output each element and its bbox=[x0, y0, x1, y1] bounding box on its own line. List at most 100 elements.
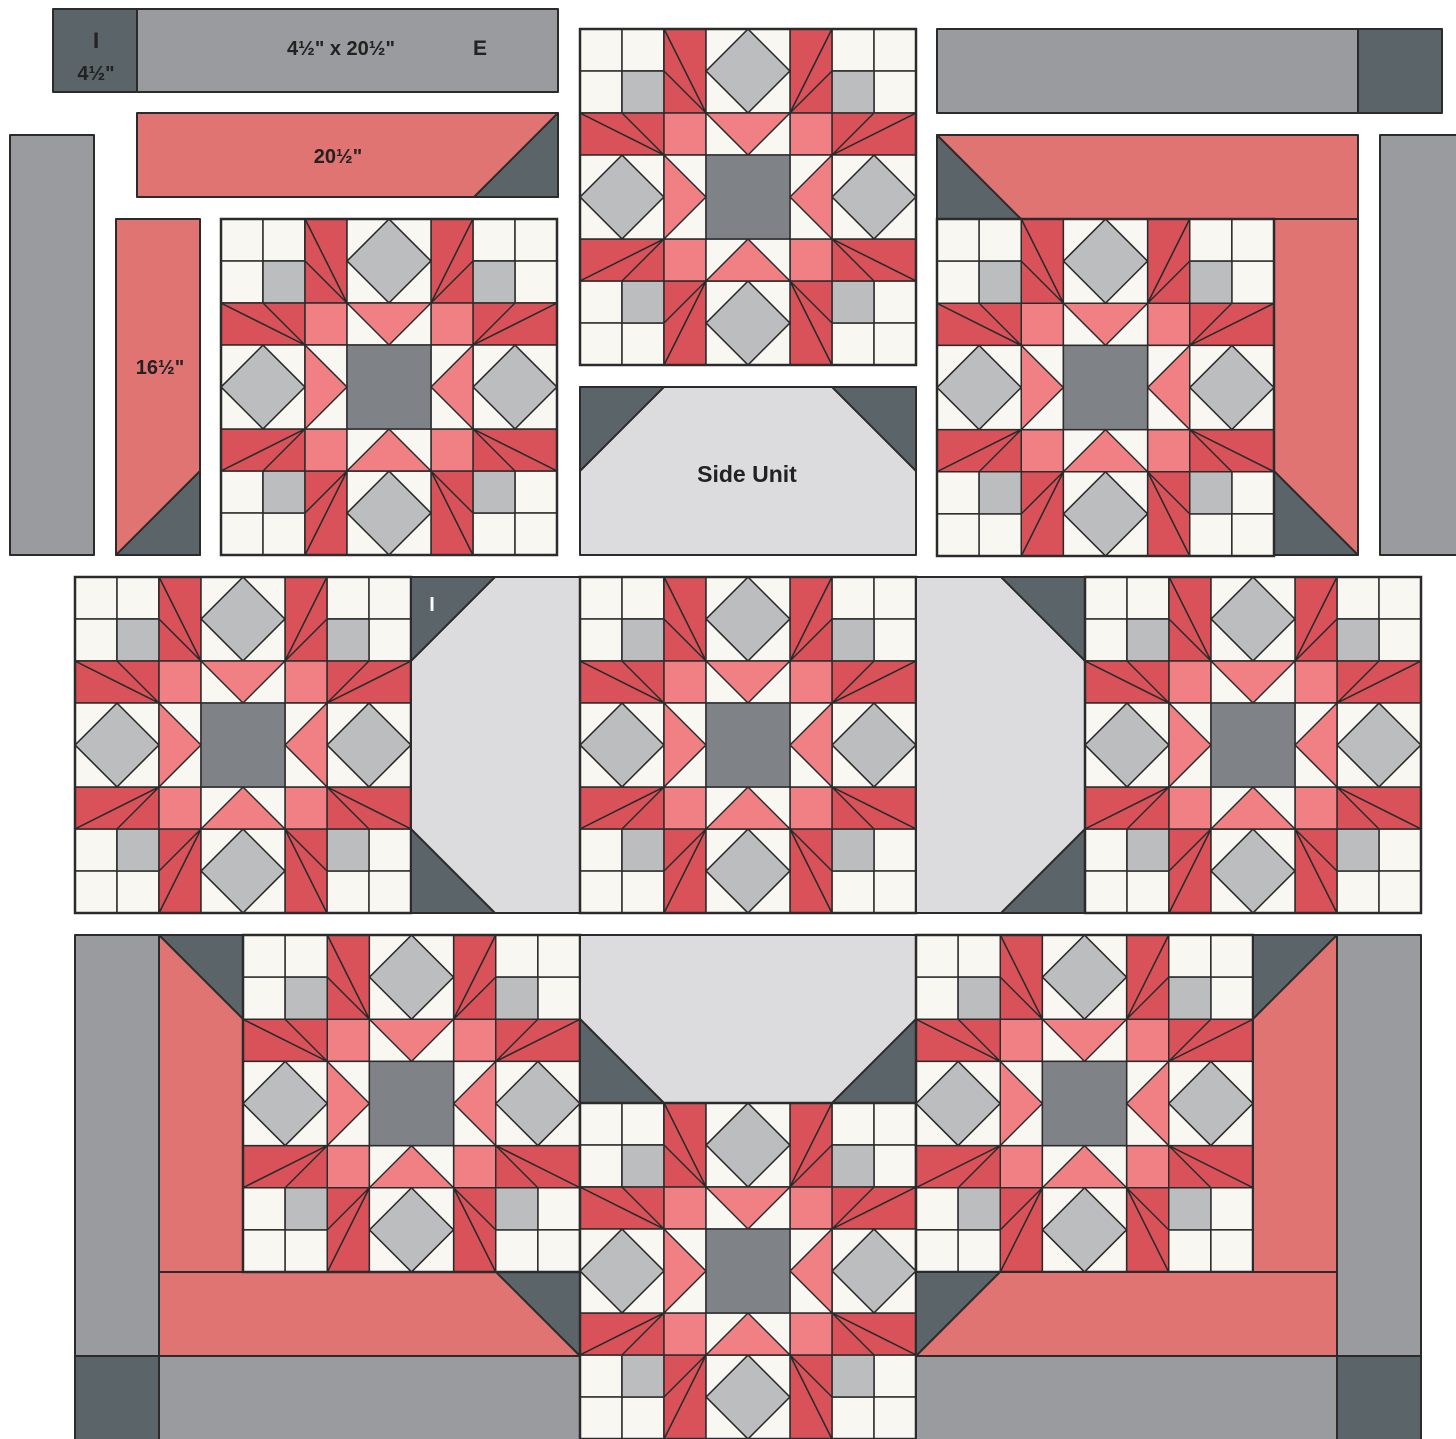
cream-square bbox=[369, 829, 411, 871]
cream-square bbox=[496, 935, 538, 977]
cream-square bbox=[580, 323, 622, 365]
cream-square bbox=[369, 619, 411, 661]
gray-square bbox=[832, 1355, 874, 1397]
pink-square bbox=[305, 303, 347, 345]
cream-square bbox=[832, 323, 874, 365]
center-square bbox=[706, 703, 790, 787]
pink-square bbox=[1295, 661, 1337, 703]
pink-square bbox=[327, 1019, 369, 1061]
pink-square bbox=[1021, 303, 1063, 345]
gray-square bbox=[496, 1188, 538, 1230]
cream-square bbox=[221, 471, 263, 513]
pink-square bbox=[664, 1313, 706, 1355]
cream-square bbox=[874, 577, 916, 619]
cream-square bbox=[538, 935, 580, 977]
gray-square bbox=[496, 977, 538, 1019]
center-square bbox=[201, 703, 285, 787]
gray-square bbox=[832, 71, 874, 113]
cream-square bbox=[515, 219, 557, 261]
pink-square bbox=[790, 1187, 832, 1229]
cream-square bbox=[75, 871, 117, 913]
cream-square bbox=[832, 29, 874, 71]
border-corner-square bbox=[1337, 1356, 1421, 1439]
gray-square bbox=[622, 1355, 664, 1397]
cream-square bbox=[874, 1397, 916, 1439]
gray-square bbox=[832, 281, 874, 323]
cream-square bbox=[538, 1230, 580, 1272]
pink-square bbox=[664, 239, 706, 281]
cream-square bbox=[369, 577, 411, 619]
cream-square bbox=[263, 219, 305, 261]
cream-square bbox=[916, 1230, 958, 1272]
cream-square bbox=[1127, 871, 1169, 913]
pink-square bbox=[790, 787, 832, 829]
cream-square bbox=[580, 71, 622, 113]
border-gray-left bbox=[75, 935, 159, 1356]
cream-square bbox=[832, 871, 874, 913]
pink-square bbox=[1148, 303, 1190, 345]
gray-square bbox=[958, 977, 1000, 1019]
pink-square bbox=[1295, 787, 1337, 829]
gray-square bbox=[832, 619, 874, 661]
top-right-square bbox=[1358, 29, 1442, 113]
gray-square bbox=[622, 829, 664, 871]
strip-e-size: 4½" x 20½" bbox=[287, 38, 395, 60]
cream-square bbox=[979, 514, 1021, 556]
gray-square bbox=[1337, 619, 1379, 661]
cream-square bbox=[1169, 935, 1211, 977]
cream-square bbox=[75, 619, 117, 661]
cream-square bbox=[1211, 1230, 1253, 1272]
cream-square bbox=[473, 513, 515, 555]
pink-square bbox=[431, 429, 473, 471]
pink-square bbox=[1021, 430, 1063, 472]
cream-square bbox=[1190, 219, 1232, 261]
gray-square bbox=[979, 472, 1021, 514]
cream-square bbox=[874, 871, 916, 913]
gray-square bbox=[1190, 261, 1232, 303]
quilt-pieces bbox=[10, 9, 1456, 1439]
cream-square bbox=[580, 829, 622, 871]
pink-square bbox=[431, 303, 473, 345]
cream-square bbox=[515, 471, 557, 513]
cream-square bbox=[580, 1355, 622, 1397]
gray-square bbox=[1337, 829, 1379, 871]
cream-square bbox=[958, 1230, 1000, 1272]
cream-square bbox=[937, 261, 979, 303]
pink-square bbox=[305, 429, 347, 471]
cream-square bbox=[263, 513, 305, 555]
cream-square bbox=[1211, 1188, 1253, 1230]
cream-square bbox=[832, 1103, 874, 1145]
strip-20-size: 20½" bbox=[314, 146, 362, 168]
star-block bbox=[221, 219, 557, 555]
pink-square bbox=[285, 787, 327, 829]
gray-square bbox=[622, 281, 664, 323]
cream-square bbox=[1379, 871, 1421, 913]
cream-square bbox=[538, 977, 580, 1019]
gray-square bbox=[622, 1145, 664, 1187]
cream-square bbox=[117, 577, 159, 619]
gray-square bbox=[117, 619, 159, 661]
cream-square bbox=[580, 1103, 622, 1145]
pink-square bbox=[1127, 1019, 1169, 1061]
cream-square bbox=[622, 1103, 664, 1145]
gray-square bbox=[1169, 977, 1211, 1019]
pink-square bbox=[790, 239, 832, 281]
pink-square bbox=[285, 661, 327, 703]
cream-square bbox=[1232, 261, 1274, 303]
gray-square bbox=[622, 619, 664, 661]
cream-square bbox=[916, 935, 958, 977]
cream-square bbox=[369, 871, 411, 913]
star-block bbox=[243, 935, 580, 1272]
cream-square bbox=[874, 323, 916, 365]
cream-square bbox=[1085, 577, 1127, 619]
cream-square bbox=[117, 871, 159, 913]
gray-square bbox=[958, 1188, 1000, 1230]
cream-square bbox=[937, 219, 979, 261]
cream-square bbox=[221, 513, 263, 555]
border-corner-square bbox=[75, 1356, 159, 1439]
cream-square bbox=[496, 1230, 538, 1272]
gray-square bbox=[263, 471, 305, 513]
cream-square bbox=[580, 281, 622, 323]
cream-square bbox=[221, 219, 263, 261]
cream-square bbox=[515, 513, 557, 555]
